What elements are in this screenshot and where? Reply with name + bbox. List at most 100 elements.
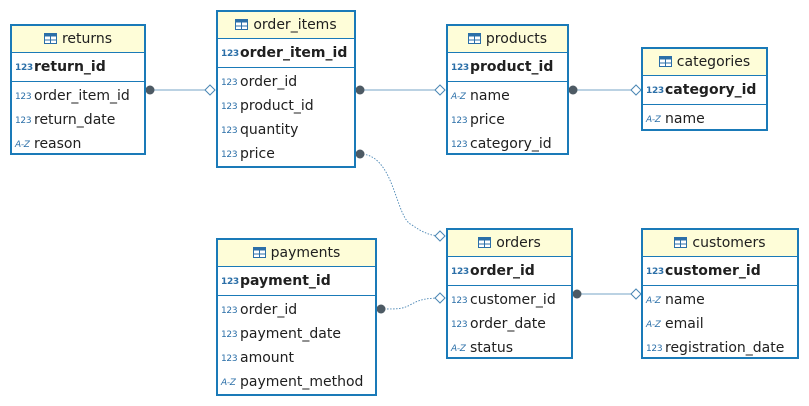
column-name: order_date [470,316,546,332]
column-name: customer_id [470,292,556,308]
column-row[interactable]: A-Z name [643,107,766,131]
numeric-type-icon: 123 [221,102,238,112]
column-row[interactable]: 123order_item_id [218,39,354,67]
entity-categories[interactable]: categories 123category_id A-Z name [641,47,768,131]
entity-title: customers [692,235,766,251]
numeric-type-icon: 123 [221,150,238,160]
column-name: price [470,112,505,128]
numeric-type-icon: 123 [646,344,663,354]
column-name: name [665,111,705,127]
numeric-type-icon: 123 [451,116,468,126]
numeric-type-icon: 123 [451,320,468,330]
entity-title: payments [270,245,341,261]
primary-key-section: 123order_id [448,257,571,286]
relationship-payments-orders[interactable] [376,292,446,314]
relationship-order-items-orders[interactable] [355,149,446,242]
numeric-type-icon: 123 [221,78,238,88]
column-row[interactable]: 123return_id [12,53,144,81]
relationship-returns-order-items[interactable] [145,84,216,96]
table-icon [674,237,688,248]
column-name: return_date [34,112,116,128]
column-name: category_id [665,82,757,98]
columns-section: A-Z name [643,105,766,131]
column-row[interactable]: 123payment_id [218,267,375,295]
many-end-dot [568,85,578,95]
numeric-type-icon: 123 [221,330,238,340]
one-end-diamond [434,292,446,304]
entity-title: categories [676,54,751,70]
table-icon [43,33,57,44]
column-row[interactable]: 123customer_id [643,257,797,285]
column-row[interactable]: 123category_id [643,76,766,104]
column-name: order_id [240,74,298,90]
text-type-icon: A-Z [646,115,661,125]
table-icon [467,33,481,44]
text-type-icon: A-Z [646,320,661,330]
column-name: order_item_id [34,88,130,104]
entity-header: payments [218,240,375,267]
numeric-type-icon: 123 [15,63,33,73]
numeric-type-icon: 123 [221,354,238,364]
one-end-diamond [434,84,446,96]
many-end-dot [572,289,582,299]
one-end-diamond [434,230,446,242]
one-end-diamond [204,84,216,96]
relationship-products-categories[interactable] [568,84,642,96]
text-type-icon: A-Z [15,140,30,150]
entity-header: categories [643,49,766,76]
column-row[interactable]: 123product_id [448,53,567,81]
column-name: order_id [240,302,298,318]
text-type-icon: A-Z [221,378,236,388]
column-name: status [470,340,514,356]
text-type-icon: A-Z [451,92,466,102]
many-end-dot [355,85,365,95]
numeric-type-icon: 123 [221,306,238,316]
relationship-orders-customers[interactable] [572,288,642,300]
one-end-diamond [630,288,642,300]
primary-key-section: 123category_id [643,76,766,105]
numeric-type-icon: 123 [221,49,239,59]
many-end-dot [376,304,386,314]
column-name: name [665,292,705,308]
column-row[interactable]: 123order_id [448,257,571,285]
entity-header: orders [448,230,571,257]
primary-key-section: 123return_id [12,53,144,82]
numeric-type-icon: 123 [451,296,468,306]
relationship-order-items-products[interactable] [355,84,446,96]
column-name: registration_date [665,340,785,356]
numeric-type-icon: 123 [15,116,32,126]
column-name: customer_id [665,263,761,279]
numeric-type-icon: 123 [451,63,469,73]
table-icon [235,19,249,30]
column-name: amount [240,350,295,366]
